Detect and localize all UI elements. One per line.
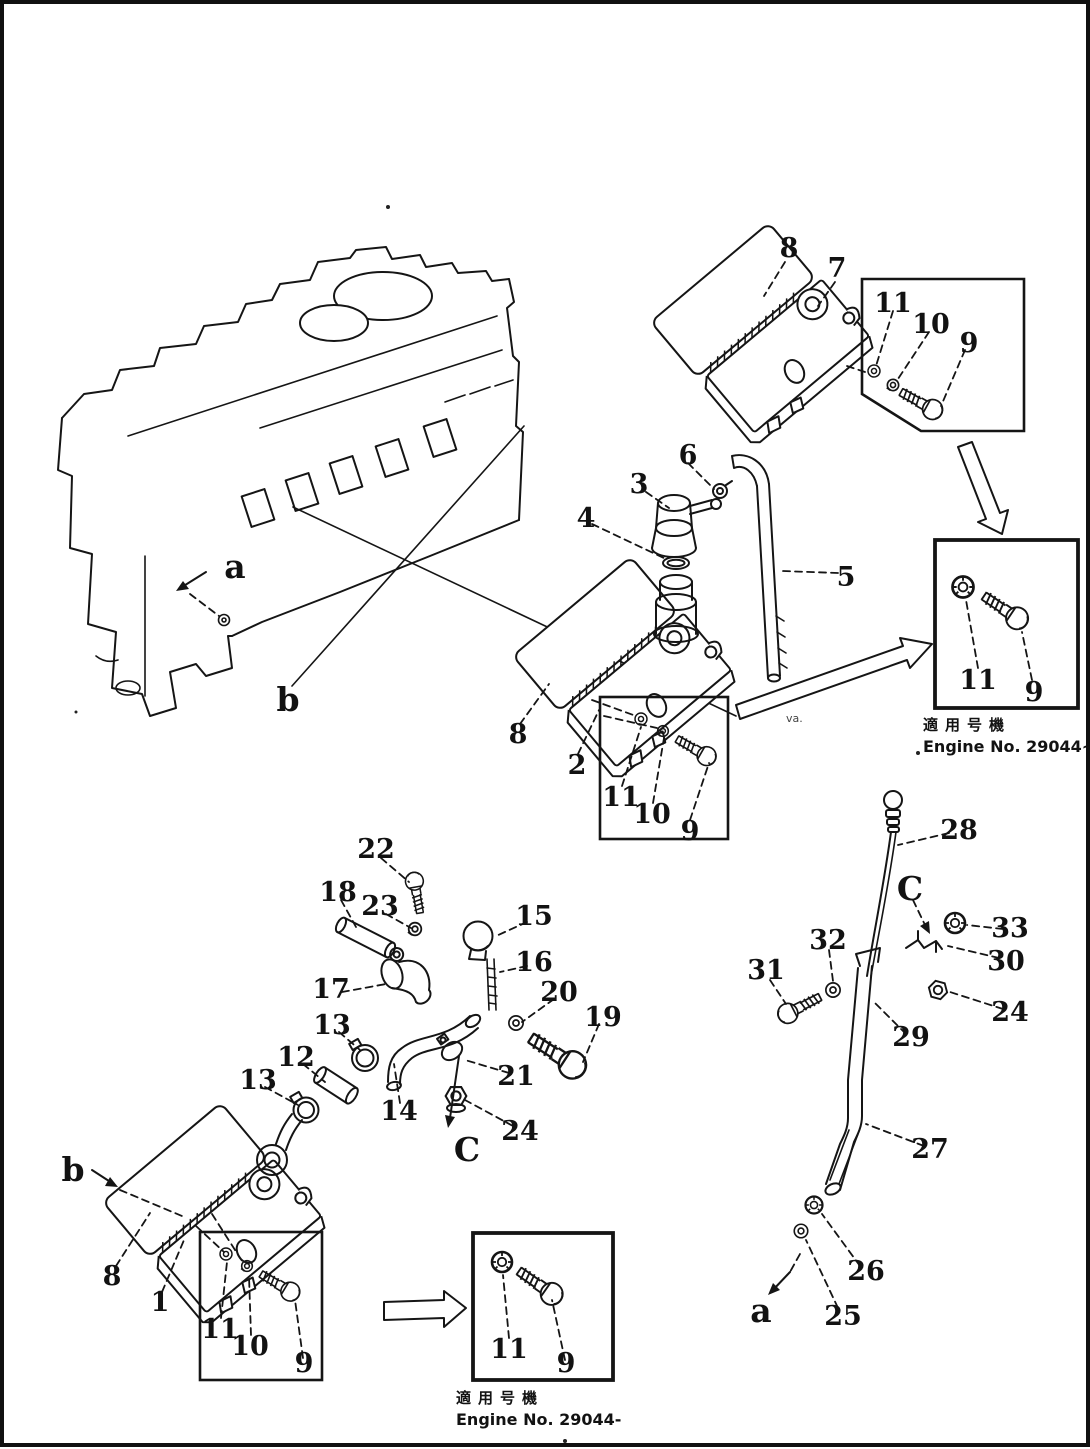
callout-19: 19: [584, 1002, 622, 1033]
clamp-13b-glyph: [289, 1090, 320, 1124]
cap-15-glyph: [462, 920, 494, 961]
hose-14-glyph: [386, 1013, 482, 1092]
callout-25: 25: [824, 1301, 862, 1332]
callout-31: 31: [747, 955, 785, 986]
view-label-a-engine: a: [224, 547, 245, 586]
callout-2: 2: [568, 750, 587, 781]
callout-27: 27: [911, 1134, 949, 1165]
callout-23: 23: [361, 891, 399, 922]
callout-15: 15: [515, 901, 553, 932]
filler-neck-glyph: [256, 1113, 303, 1176]
callout-12: 12: [277, 1042, 315, 1073]
callout-8-bottom: 8: [103, 1261, 122, 1292]
callout-4: 4: [577, 503, 596, 534]
hardware-box-right: [933, 538, 1080, 710]
callout-22: 22: [357, 834, 395, 865]
oring-4-glyph: [662, 556, 690, 570]
callout-10-boxD: 10: [231, 1331, 269, 1362]
caption-bottom-jp: 適用号機: [456, 1389, 544, 1407]
callout-11-boxE: 11: [490, 1334, 528, 1365]
callout-24a: 24: [501, 1116, 539, 1147]
clamp-6-glyph: [712, 480, 733, 499]
callout-6: 6: [679, 440, 698, 471]
hardware-box-middle: [598, 695, 730, 841]
callout-17: 17: [312, 974, 350, 1005]
hardware-box-bottom-middle: [471, 1231, 615, 1382]
tube-18-glyph: [334, 916, 405, 962]
view-arrow-a-engine: [176, 571, 220, 617]
callout-11-boxA: 11: [874, 288, 912, 319]
scan-specks: [74, 205, 920, 1443]
callout-9-boxB: 9: [1025, 677, 1044, 708]
engine-block-outline: [57, 246, 524, 717]
clip-21-glyph: [436, 1032, 464, 1062]
view-label-a-right: a: [750, 1291, 771, 1330]
tube-5-glyph: [731, 454, 788, 683]
callout-21: 21: [497, 1061, 535, 1092]
hardware-box-top: [860, 277, 1026, 433]
gauge-16-glyph: [486, 958, 498, 1011]
scan-noise-mark: va.: [786, 712, 803, 725]
callout-10-boxC: 10: [633, 799, 671, 830]
callout-11-boxD: 11: [201, 1314, 239, 1345]
view-label-b-engine: b: [276, 680, 299, 719]
callout-9-boxE: 9: [557, 1348, 576, 1379]
callout-9-boxC: 9: [681, 816, 700, 847]
caption-bottom-en: Engine No. 29044-: [456, 1410, 621, 1429]
callout-30: 30: [987, 946, 1025, 977]
flow-arrow-down: [957, 441, 1009, 535]
top-cover-assembly: [649, 221, 885, 450]
callout-14: 14: [380, 1096, 418, 1127]
view-label-c-cluster: C: [454, 1130, 480, 1169]
callout-1: 1: [151, 1287, 170, 1318]
callout-29: 29: [892, 1022, 930, 1053]
callout-11-boxB: 11: [959, 665, 997, 696]
callout-20: 20: [540, 977, 578, 1008]
dipstick-assembly: [768, 790, 1004, 1309]
callout-7: 7: [828, 253, 847, 284]
callout-8-top: 8: [780, 233, 799, 264]
flow-arrow-right: [735, 637, 933, 720]
breather-valve-3-glyph: [651, 494, 722, 558]
filler-parts-cluster: [264, 857, 600, 1128]
callout-16: 16: [515, 947, 553, 978]
callout-13b: 13: [239, 1065, 277, 1096]
bottom-cover-assembly: [91, 1101, 337, 1330]
callout-26: 26: [847, 1256, 885, 1287]
callout-32: 32: [809, 925, 847, 956]
callout-13a: 13: [313, 1010, 351, 1041]
flow-arrow-right-bottom: [383, 1290, 467, 1328]
view-label-c-right: C: [897, 869, 923, 908]
callout-5: 5: [837, 562, 856, 593]
callout-3: 3: [630, 469, 649, 500]
callout-10-boxA: 10: [912, 309, 950, 340]
callout-9-boxA: 9: [960, 328, 979, 359]
hose-12-glyph: [313, 1066, 359, 1105]
callout-18: 18: [319, 877, 357, 908]
callout-8-mid: 8: [509, 719, 528, 750]
callout-33: 33: [991, 913, 1029, 944]
callout-9-boxD: 9: [295, 1348, 314, 1379]
elbow-17-glyph: [380, 958, 432, 1005]
caption-right-en: Engine No. 29044~: [923, 737, 1090, 756]
hardware-box-bottom-left: [198, 1230, 324, 1382]
caption-right-jp: 適用号機: [923, 716, 1011, 734]
callout-11-boxC: 11: [602, 782, 640, 813]
callout-28: 28: [940, 815, 978, 846]
middle-cover-assembly: [511, 454, 839, 784]
view-label-b-bottom: b: [61, 1150, 84, 1189]
callout-24b: 24: [991, 997, 1029, 1028]
